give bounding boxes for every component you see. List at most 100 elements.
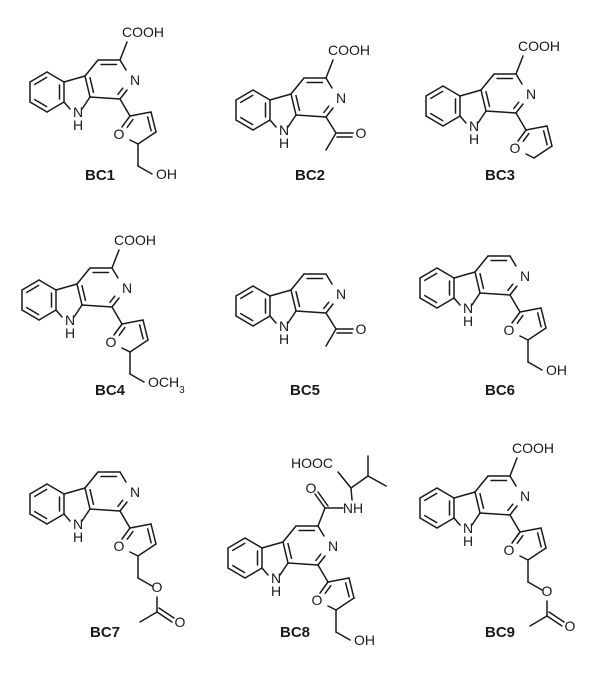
pyridine-bond [89,508,121,512]
furan-bond [327,577,350,583]
cooh-label: COOH [512,440,554,456]
pyrrole-bond [474,491,481,514]
benzene-bond [38,279,57,291]
pyridine-bond [325,107,334,118]
benzene-bond [29,513,48,525]
benzene-bond [425,115,444,127]
compound-label: BC6 [485,382,515,399]
compound-label: BC8 [280,624,310,641]
pyrrole-bond [287,114,297,128]
carbonyl-bond [314,493,326,509]
furan-bond [348,577,355,599]
compound-label: BC9 [485,624,515,641]
double-bond [232,564,246,574]
cooh-label: COOH [114,232,156,248]
valine-bond [350,487,353,501]
benzene-bond [436,267,455,279]
indole-h-label: H [73,529,83,545]
benzene-bond [21,309,40,321]
furan-bond [121,527,131,540]
pyridine-bond [295,114,327,118]
double-bond [542,130,548,146]
pyrrole-bond [73,304,83,318]
double-bond [232,542,246,552]
pyrrole-bond [261,541,284,549]
double-bond [34,510,48,520]
compound-label: BC1 [85,167,115,184]
furan-bond [137,131,157,145]
double-bond [323,105,330,114]
acetyl-bond [325,116,337,134]
furan-bond [319,581,329,594]
pyridine-bond [84,471,99,489]
pyridine-bond [515,103,524,114]
double-bond [287,542,293,560]
indole-h-label: H [65,325,75,341]
compound-label: BC2 [295,167,325,184]
pyrrole-bond [279,562,289,576]
double-bond [240,290,254,300]
furan-bond [121,319,144,325]
double-bond [315,553,322,562]
pyrrole-bond [269,289,292,297]
pyridine-bond [119,89,128,100]
double-bond [117,499,124,508]
double-bond [240,116,254,126]
pyrrole-bond [84,75,91,98]
pyridine-bond [317,525,325,537]
benzene-bond [244,537,263,549]
benzene-bond [436,517,455,529]
ether-bond [129,373,145,383]
double-bond [536,312,542,328]
acetyl-o-label: O [356,125,367,141]
double-bond [516,314,524,324]
indole-h-label: H [279,135,289,151]
pyrrole-bond [480,89,487,112]
amide-nh-label: NH [343,500,363,516]
benzene-bond [46,101,65,113]
furan-link-bond [111,306,123,325]
pyridine-bond [287,562,319,566]
cooh-label: COOH [328,42,370,58]
pyridine-bond [290,273,305,291]
pyrrole-bond [282,541,289,564]
furan-bond [335,597,355,611]
furan-bond [150,523,157,545]
pyrrole-bond [471,292,481,306]
pyridine-bond [479,292,511,296]
benzene-bond [235,89,254,101]
pyrrole-bond [84,487,91,510]
pyridine-bond [111,267,119,279]
double-bond [479,492,485,510]
furan-o-label: O [504,542,515,558]
pyrrole-bond [81,96,91,110]
oh-label: OH [546,362,567,378]
furan-bond [519,527,542,533]
pyridine-n-label: N [328,538,338,554]
pyridine-n-label: N [526,86,536,102]
carbonyl-bond [156,611,173,623]
indole-h-label: H [73,117,83,133]
furan-bond [517,129,527,142]
double-bond [146,528,152,544]
ester-carbonyl-o-label: O [175,614,186,630]
indole-n-label: N [73,104,83,120]
pyrrole-bond [55,309,63,318]
pyrrole-bond [474,271,481,294]
furan-o-label: O [504,322,515,338]
double-bond [507,283,514,292]
benzene-bond [419,267,438,279]
furan-bond [129,523,152,529]
benzene-bond [419,297,438,309]
benzene-bond [46,71,65,83]
furan-bond [137,543,157,557]
double-bond [240,312,254,322]
benzene-bond [436,487,455,499]
double-bond [295,290,301,308]
double-bond [479,272,485,290]
furan-bond [525,153,535,159]
pyridine-bond [474,475,489,493]
pyrrole-bond [269,119,277,128]
